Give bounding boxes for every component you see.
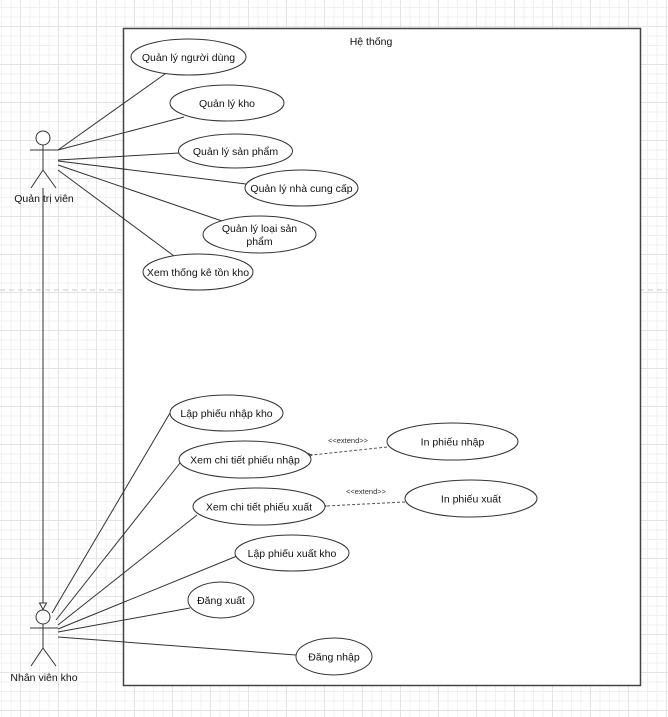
association-line[interactable]: [57, 607, 191, 633]
use-case-print-import[interactable]: In phiếu nhập: [386, 422, 519, 461]
association-line[interactable]: [55, 462, 181, 621]
extend-label: <<extend>>: [328, 436, 369, 445]
actor-admin[interactable]: Quản trị viên: [14, 130, 74, 205]
use-case-label: Đăng xuất: [197, 595, 245, 607]
use-case-label: Quản lý người dùng: [142, 52, 235, 64]
association-line[interactable]: [57, 160, 247, 185]
actor-label: Nhân viên kho: [10, 672, 77, 684]
use-case-label: Quản lý kho: [199, 98, 255, 110]
association-line[interactable]: [57, 555, 238, 630]
use-case-create-export-slip[interactable]: Lập phiếu xuất kho: [234, 534, 350, 572]
use-case-view-export-detail[interactable]: Xem chi tiết phiếu xuất: [192, 487, 326, 526]
extend-label: <<extend>>: [346, 487, 387, 496]
actor-label: Quản trị viên: [14, 193, 74, 205]
use-case-label: Xem chi tiết phiếu xuất: [206, 502, 312, 514]
use-case-label: In phiếu nhập: [421, 437, 485, 449]
use-case-label: Xem chi tiết phiếu nhập: [190, 455, 300, 467]
use-case-logout[interactable]: Đăng xuất: [187, 581, 255, 619]
use-case-manage-suppliers[interactable]: Quản lý nhà cung cấp: [244, 169, 359, 207]
association-line[interactable]: [57, 152, 180, 161]
extend-print-import[interactable]: <<extend>>: [312, 436, 388, 455]
use-case-manage-users[interactable]: Quản lý người dùng: [130, 38, 247, 76]
use-case-label: In phiếu xuất: [441, 494, 501, 506]
use-case-print-export[interactable]: In phiếu xuất: [404, 479, 538, 518]
extend-print-export[interactable]: <<extend>>: [326, 487, 406, 506]
use-case-login[interactable]: Đăng nhập: [295, 637, 373, 676]
use-case-label: Quản lý nhà cung cấp: [250, 183, 352, 195]
use-case-label-line-2: phẩm: [246, 236, 273, 248]
use-case-label: Lập phiếu xuất kho: [248, 548, 337, 560]
association-line[interactable]: [57, 169, 175, 257]
generalization-arrowhead: [38, 602, 48, 611]
association-line[interactable]: [57, 514, 198, 626]
associations-staff: [51, 412, 297, 656]
use-case-view-stock-stats[interactable]: Xem thống kê tồn kho: [142, 253, 254, 291]
use-case-label: Quản lý sản phẩm: [193, 146, 278, 158]
use-case-manage-warehouse[interactable]: Quản lý kho: [169, 84, 285, 122]
use-case-label: Xem thống kê tồn kho: [147, 267, 249, 279]
use-case-view-import-detail[interactable]: Xem chi tiết phiếu nhập: [178, 440, 312, 479]
association-line[interactable]: [57, 116, 185, 151]
association-line[interactable]: [51, 412, 171, 614]
association-line[interactable]: [57, 164, 223, 222]
use-case-create-import-slip[interactable]: Lập phiếu nhập kho: [169, 394, 284, 432]
use-case-manage-categories[interactable]: Quản lý loại sản phẩm: [202, 215, 317, 254]
association-line[interactable]: [57, 636, 297, 656]
associations-admin: [57, 73, 247, 257]
stick-figure-icon: [30, 609, 58, 667]
generalization-admin-to-staff[interactable]: [38, 188, 48, 611]
use-case-label-line-1: Quản lý loại sản: [222, 223, 297, 235]
actor-staff[interactable]: Nhân viên kho: [10, 609, 78, 684]
stick-figure-icon: [30, 130, 58, 189]
association-line[interactable]: [57, 73, 166, 151]
use-case-label: Đăng nhập: [308, 652, 360, 664]
use-case-label: Lập phiếu nhập kho: [180, 408, 272, 420]
use-case-manage-products[interactable]: Quản lý sản phẩm: [178, 133, 293, 169]
system-boundary-label: Hệ thống: [350, 36, 393, 48]
